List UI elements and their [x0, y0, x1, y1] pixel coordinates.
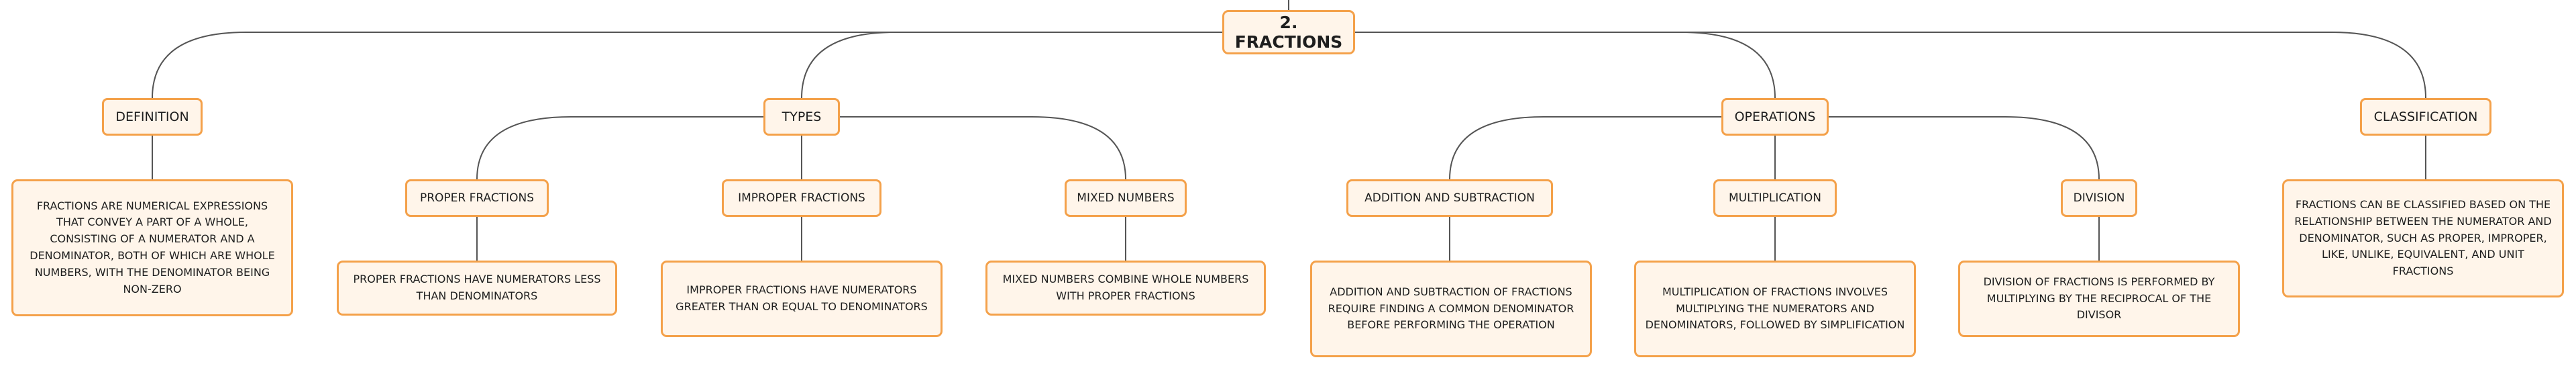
- addition-subtraction-description[interactable]: ADDITION AND SUBTRACTION OF FRACTIONS RE…: [1310, 261, 1592, 357]
- mixed-numbers-description[interactable]: MIXED NUMBERS COMBINE WHOLE NUMBERS WITH…: [985, 261, 1266, 316]
- improper-fractions-description-text: IMPROPER FRACTIONS HAVE NUMERATORS GREAT…: [676, 283, 928, 313]
- division-description-text: DIVISION OF FRACTIONS IS PERFORMED BY MU…: [1983, 275, 2215, 322]
- definition-description-text: FRACTIONS ARE NUMERICAL EXPRESSIONS THAT…: [30, 199, 275, 295]
- addition-subtraction-description-text: ADDITION AND SUBTRACTION OF FRACTIONS RE…: [1328, 285, 1574, 332]
- types-improper-fractions-label: IMPROPER FRACTIONS: [738, 191, 865, 205]
- branch-types-label: TYPES: [782, 109, 822, 124]
- connector-root-definition: [152, 32, 1222, 99]
- branch-types[interactable]: TYPES: [763, 98, 840, 136]
- operations-multiplication-label: MULTIPLICATION: [1728, 191, 1822, 205]
- connector-types-mixed: [840, 116, 1126, 180]
- classification-description[interactable]: FRACTIONS CAN BE CLASSIFIED BASED ON THE…: [2282, 179, 2564, 297]
- types-improper-fractions[interactable]: IMPROPER FRACTIONS: [722, 179, 881, 217]
- types-mixed-numbers[interactable]: MIXED NUMBERS: [1065, 179, 1187, 217]
- operations-division[interactable]: DIVISION: [2061, 179, 2137, 217]
- branch-definition[interactable]: DEFINITION: [102, 98, 203, 136]
- operations-addition-subtraction-label: ADDITION AND SUBTRACTION: [1364, 191, 1535, 205]
- proper-fractions-description-text: PROPER FRACTIONS HAVE NUMERATORS LESS TH…: [353, 273, 601, 302]
- branch-classification-label: CLASSIFICATION: [2373, 109, 2478, 124]
- types-mixed-numbers-label: MIXED NUMBERS: [1077, 191, 1175, 205]
- branch-classification[interactable]: CLASSIFICATION: [2360, 98, 2491, 136]
- definition-description[interactable]: FRACTIONS ARE NUMERICAL EXPRESSIONS THAT…: [11, 179, 293, 316]
- mixed-numbers-description-text: MIXED NUMBERS COMBINE WHOLE NUMBERS WITH…: [1002, 273, 1249, 302]
- root-node[interactable]: 2. FRACTIONS: [1222, 10, 1355, 54]
- operations-multiplication[interactable]: MULTIPLICATION: [1713, 179, 1837, 217]
- multiplication-description[interactable]: MULTIPLICATION OF FRACTIONS INVOLVES MUL…: [1634, 261, 1916, 357]
- proper-fractions-description[interactable]: PROPER FRACTIONS HAVE NUMERATORS LESS TH…: [337, 261, 617, 316]
- improper-fractions-description[interactable]: IMPROPER FRACTIONS HAVE NUMERATORS GREAT…: [661, 261, 943, 337]
- branch-operations-label: OPERATIONS: [1734, 109, 1816, 124]
- connector-operations-division: [1829, 116, 2100, 180]
- operations-addition-subtraction[interactable]: ADDITION AND SUBTRACTION: [1346, 179, 1553, 217]
- multiplication-description-text: MULTIPLICATION OF FRACTIONS INVOLVES MUL…: [1645, 285, 1905, 332]
- connector-root-operations: [1355, 32, 1776, 99]
- root-label: 2. FRACTIONS: [1234, 13, 1343, 52]
- connector-types-proper: [476, 116, 763, 180]
- branch-definition-label: DEFINITION: [115, 109, 189, 124]
- branch-operations[interactable]: OPERATIONS: [1721, 98, 1829, 136]
- connector-operations-addition: [1449, 116, 1721, 180]
- connector-root-classification: [1355, 32, 2426, 99]
- classification-description-text: FRACTIONS CAN BE CLASSIFIED BASED ON THE…: [2294, 198, 2552, 278]
- types-proper-fractions-label: PROPER FRACTIONS: [419, 191, 535, 205]
- types-proper-fractions[interactable]: PROPER FRACTIONS: [405, 179, 549, 217]
- operations-division-label: DIVISION: [2073, 191, 2125, 205]
- division-description[interactable]: DIVISION OF FRACTIONS IS PERFORMED BY MU…: [1958, 261, 2240, 337]
- connector-root-types: [801, 32, 1222, 99]
